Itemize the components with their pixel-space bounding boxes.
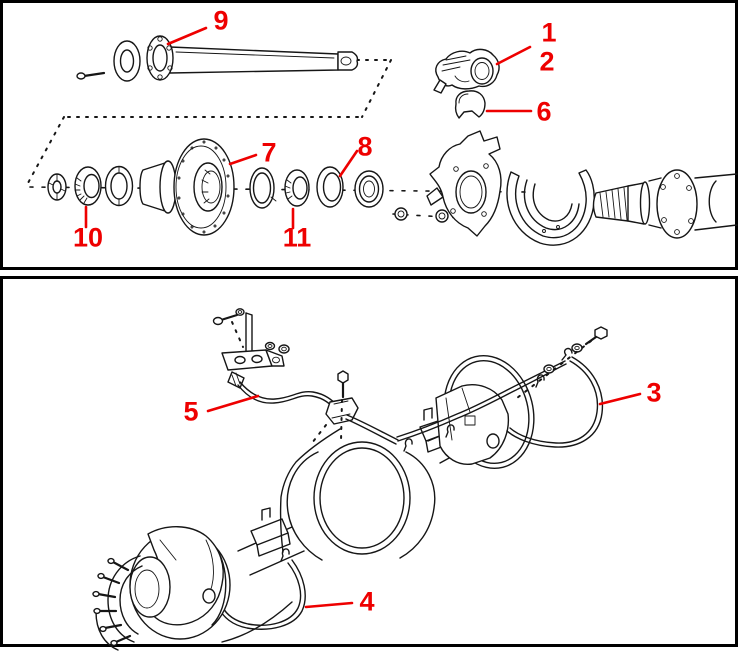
anchor-bracket (426, 130, 502, 237)
leader-8 (338, 149, 359, 178)
brake-caliper-1-2 (433, 48, 500, 94)
leader-5 (206, 394, 260, 413)
retainer-clip-6 (454, 90, 486, 119)
bearing-10 (74, 166, 102, 206)
callout-3: 3 (646, 377, 662, 408)
leader-1-2 (495, 45, 532, 66)
hose-mounting-bracket (212, 308, 290, 371)
bearing-retainer-9 (146, 35, 174, 81)
lock-washer (47, 173, 67, 201)
attachment-nut-b (435, 209, 449, 223)
wheel-studs (92, 557, 132, 647)
leader-4 (304, 601, 354, 609)
callout-7: 7 (261, 137, 277, 168)
hose-3-hardware (516, 326, 608, 399)
junction-block (311, 370, 359, 444)
callout-8: 8 (357, 131, 373, 162)
bearing-11 (284, 169, 310, 207)
callout-1: 1 (541, 17, 557, 48)
callout-5: 5 (183, 396, 199, 427)
callout-10: 10 (72, 222, 104, 253)
callout-6: 6 (536, 96, 552, 127)
bearing-cup (354, 170, 384, 208)
callout-11: 11 (282, 222, 312, 253)
leader-9 (166, 26, 208, 46)
brake-pipes (279, 360, 567, 553)
attachment-nut-a (394, 207, 408, 221)
brake-dust-shield (506, 169, 595, 246)
junction-bolt (337, 370, 349, 384)
seal-ring-8 (316, 166, 344, 208)
left-hub-assembly (92, 526, 231, 651)
leader-3 (598, 392, 642, 406)
bracket-bolt (212, 316, 224, 326)
leader-7 (228, 153, 258, 166)
spindle (592, 169, 738, 239)
brake-hose-4 (218, 548, 306, 630)
pipe-clips (403, 374, 545, 452)
callout-4: 4 (359, 586, 375, 617)
hub-assembly-7 (139, 138, 235, 236)
differential-cover (313, 441, 411, 555)
shaft-bolt (76, 72, 86, 80)
right-brake-adapter (435, 384, 510, 465)
axle-shaft (76, 35, 359, 82)
dashed-plane-outline (27, 59, 392, 184)
bearing-race-front (104, 165, 134, 207)
callout-leaders (84, 26, 642, 609)
callout-9: 9 (213, 5, 229, 36)
brake-hose-3 (506, 356, 604, 448)
snap-ring (249, 167, 277, 209)
shaft-splined-tip (337, 51, 359, 71)
hose-3-bolt (594, 326, 608, 340)
callout-2: 2 (539, 46, 555, 77)
